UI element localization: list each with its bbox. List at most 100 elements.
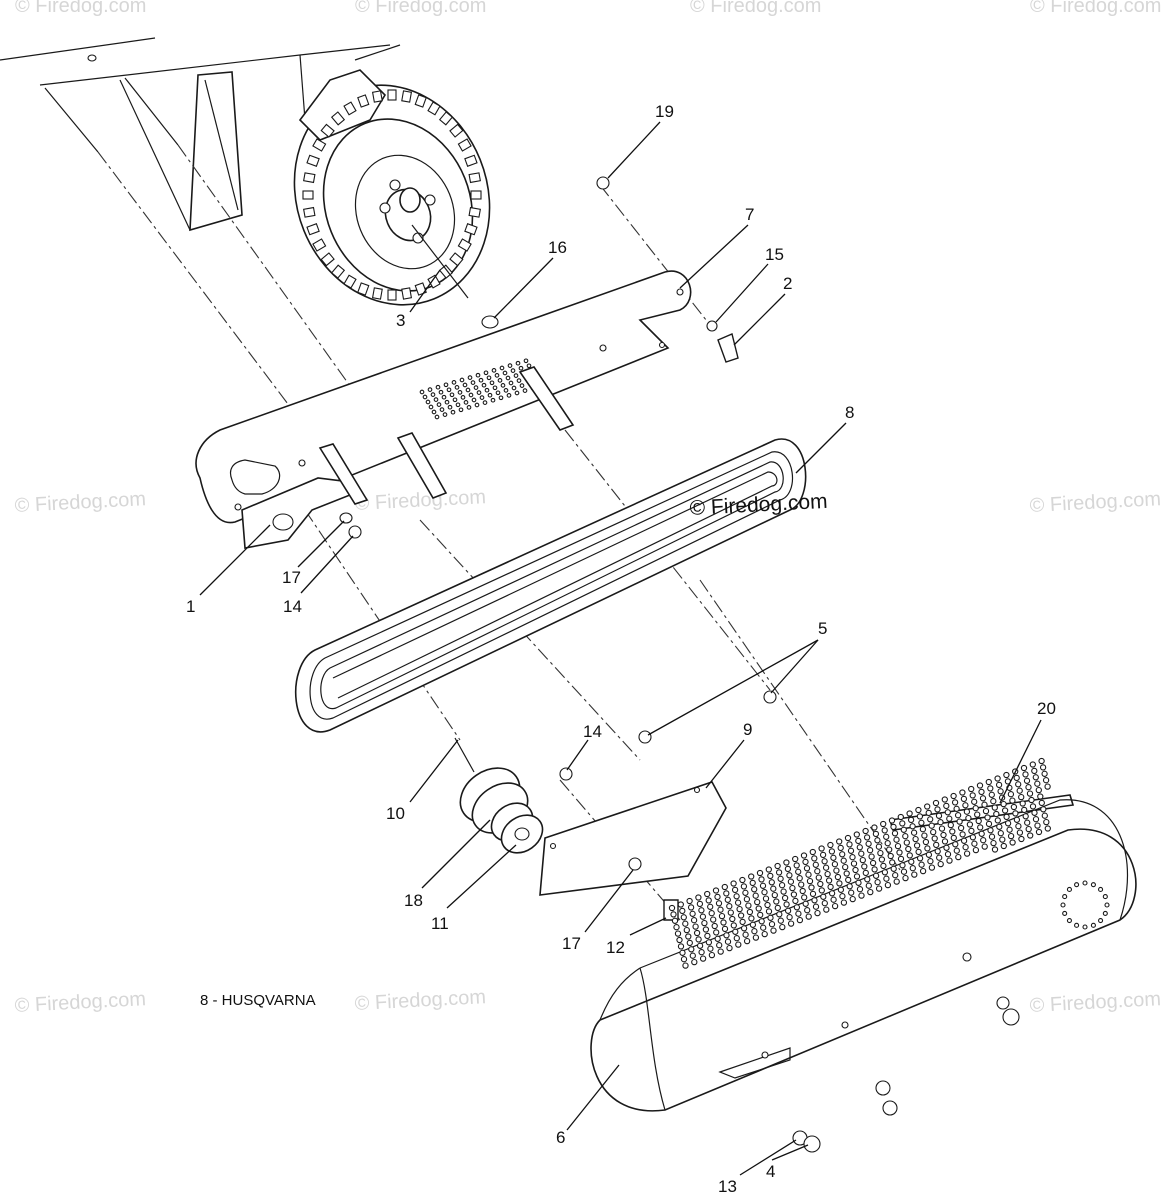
perforation-hole — [731, 886, 739, 894]
perforation-hole — [801, 894, 808, 901]
perforation-hole — [760, 924, 767, 931]
perforation-hole — [934, 806, 941, 813]
perforation-hole — [963, 850, 971, 857]
callout-14: 14 — [583, 722, 602, 741]
perforation-hole — [874, 837, 881, 844]
perforation-hole — [677, 901, 684, 908]
perforation-hole — [990, 798, 997, 805]
perforation-hole — [720, 919, 727, 926]
perforation-hole — [819, 851, 827, 859]
vent-hole — [505, 375, 511, 381]
perforation-hole — [922, 838, 930, 846]
vent-hole — [463, 400, 469, 405]
perforation-hole — [941, 796, 948, 803]
perforation-hole — [913, 842, 921, 849]
perforation-hole — [696, 942, 704, 949]
perforation-hole — [1024, 819, 1031, 826]
perforation-hole — [740, 883, 748, 890]
perforation-hole — [902, 833, 909, 840]
perforation-hole — [837, 844, 844, 852]
perforation-hole — [749, 879, 756, 887]
perforation-hole — [968, 785, 975, 793]
vent-hole — [514, 390, 520, 396]
tread-block — [343, 101, 357, 116]
perforation-hole — [977, 824, 984, 831]
perforation-hole — [739, 918, 746, 926]
perforation-hole — [777, 875, 784, 882]
perforation-hole — [1015, 823, 1022, 830]
perforation-hole — [1022, 771, 1029, 778]
vent-hole — [446, 387, 452, 393]
perforation-hole — [987, 785, 994, 792]
perforation-hole — [962, 844, 969, 851]
perforation-hole — [871, 824, 878, 831]
perforation-hole — [936, 854, 943, 861]
perforation-hole — [971, 798, 978, 805]
perforation-hole — [1082, 924, 1088, 930]
callout-12: 12 — [606, 938, 625, 957]
perforation-hole — [848, 889, 855, 896]
vent-hole — [430, 392, 436, 397]
perforation-hole — [892, 872, 899, 879]
perforation-hole — [887, 852, 894, 860]
perforation-hole — [821, 900, 828, 907]
vent-hole — [492, 385, 498, 391]
perforation-hole — [668, 904, 676, 912]
perforation-hole — [715, 900, 723, 907]
perforation-hole — [861, 863, 868, 870]
perforation-hole — [951, 799, 959, 806]
perforation-hole — [1028, 796, 1035, 804]
perforation-hole — [762, 895, 770, 902]
perforation-hole — [708, 951, 716, 959]
perforation-hole — [974, 811, 981, 818]
perforation-hole — [699, 913, 707, 920]
tread-block — [464, 154, 478, 167]
perforation-hole — [726, 944, 733, 952]
tread-block — [357, 94, 370, 108]
perforation-hole — [1025, 825, 1032, 833]
tread-block — [330, 111, 346, 126]
perforation-hole — [856, 844, 863, 851]
perforation-hole — [724, 896, 731, 903]
tread-block — [312, 138, 327, 152]
perforation-hole — [695, 894, 702, 901]
perforation-hole — [783, 901, 790, 908]
perforation-hole — [1027, 832, 1034, 839]
callouts: 19 7 16 15 2 3 8 1 17 14 5 20 14 9 10 18… — [186, 102, 1056, 1196]
perforation-hole — [721, 883, 728, 891]
perforation-hole — [830, 896, 837, 903]
perforation-hole — [670, 911, 677, 918]
machine-frame — [0, 37, 391, 232]
perforation-hole — [868, 853, 875, 860]
perforation-hole — [846, 841, 853, 848]
perforation-hole — [1006, 826, 1013, 833]
perforation-hole — [724, 938, 732, 945]
vent-hole — [506, 393, 512, 398]
vent-hole — [475, 372, 481, 378]
perforation-hole — [962, 802, 969, 809]
perforation-hole — [865, 840, 872, 847]
perforation-hole — [821, 858, 828, 865]
perforation-hole — [849, 854, 856, 861]
perforation-hole — [711, 922, 718, 930]
perforation-hole — [849, 895, 856, 903]
perforation-hole — [953, 847, 960, 854]
perforation-hole — [896, 849, 903, 856]
perforation-hole — [865, 882, 872, 889]
tread-block — [438, 264, 454, 279]
perforation-hole — [947, 821, 954, 829]
perforation-hole — [858, 850, 865, 857]
perforation-hole — [815, 874, 822, 881]
tread-block — [464, 223, 478, 236]
vent-hole — [435, 384, 441, 390]
perforation-hole — [979, 795, 987, 802]
perforation-hole — [712, 887, 720, 894]
axle-pin — [411, 224, 469, 299]
perforation-hole — [982, 807, 990, 815]
tread-block — [371, 90, 383, 103]
perforation-hole — [806, 877, 814, 885]
perforation-hole — [691, 958, 698, 966]
callout-10: 10 — [386, 804, 405, 823]
vent-hole — [433, 397, 439, 402]
perforation-hole — [869, 859, 877, 867]
